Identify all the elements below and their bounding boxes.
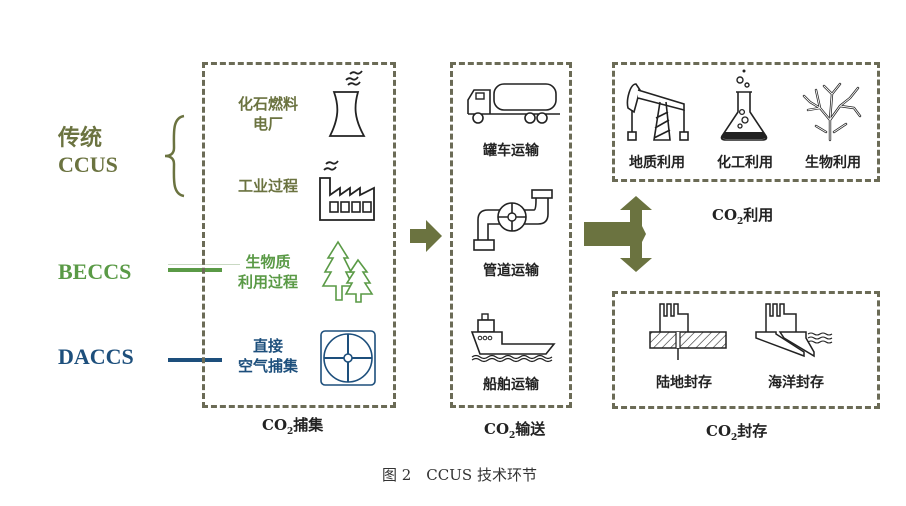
transport-section-title: CO2输送 — [484, 418, 545, 441]
capture-item-dac-label: 直接 空气捕集 — [222, 336, 314, 376]
storage-title-suffix: 封存 — [737, 422, 768, 440]
capture-item-biomass-line2: 利用过程 — [237, 273, 298, 291]
capture-title-prefix: CO — [262, 416, 288, 434]
utilization-title-sub: 2 — [737, 217, 744, 227]
category-traditional-line2: CCUS — [58, 152, 118, 177]
category-daccs: DACCS — [58, 344, 134, 369]
utilization-box — [612, 62, 880, 182]
storage-title-sub: 2 — [731, 433, 738, 443]
transport-title-suffix: 输送 — [515, 420, 546, 438]
figure-caption: 图 2 CCUS 技术环节 — [382, 466, 537, 484]
trees-icon — [321, 240, 374, 303]
transport-item-tanker-label: 罐车运输 — [483, 143, 539, 159]
transport-title-sub: 2 — [509, 431, 516, 441]
capture-item-industrial-label: 工业过程 — [237, 177, 298, 195]
coral-icon — [802, 82, 862, 142]
capture-title-suffix: 捕集 — [293, 416, 324, 434]
storage-title-prefix: CO — [706, 422, 732, 440]
transport-item-pipeline-label: 管道运输 — [483, 263, 539, 279]
utilization-title-suffix: 利用 — [743, 206, 774, 224]
utilization-item-chemical-label: 化工利用 — [717, 155, 773, 171]
oil-pump-icon — [626, 83, 689, 141]
factory-icon — [319, 160, 375, 221]
daccs-connector-line — [168, 358, 222, 362]
category-traditional-line1: 传统 — [58, 125, 103, 150]
capture-item-dac-line2: 空气捕集 — [237, 357, 298, 375]
capture-item-fossil-label: 化石燃料 电厂 — [222, 94, 314, 134]
transport-item-ship-label: 船舶运输 — [483, 377, 539, 393]
fan-icon — [320, 330, 376, 386]
utilization-item-geology-label: 地质利用 — [629, 155, 685, 171]
ship-icon — [470, 313, 556, 363]
ocean-storage-icon — [755, 303, 833, 358]
utilization-title-prefix: CO — [712, 206, 738, 224]
cooling-tower-icon — [328, 70, 366, 137]
pipeline-valve-icon — [473, 189, 553, 251]
category-traditional-ccus: 传统 CCUS — [58, 124, 118, 178]
tanker-truck-icon — [467, 83, 560, 124]
transport-box — [450, 62, 572, 408]
category-beccs: BECCS — [58, 259, 132, 284]
branch-arrow-icon — [584, 196, 652, 272]
beccs-connector-line — [168, 268, 222, 272]
utilization-item-biological-label: 生物利用 — [805, 155, 861, 171]
storage-box — [612, 291, 880, 409]
capture-item-biomass-line1: 生物质 — [245, 253, 291, 271]
capture-item-dac-line1: 直接 — [252, 337, 283, 355]
transport-title-prefix: CO — [484, 420, 510, 438]
capture-item-biomass-label: 生物质 利用过程 — [222, 252, 314, 292]
utilization-section-title: CO2利用 — [712, 204, 773, 227]
capture-section-title: CO2捕集 — [262, 414, 323, 437]
capture-box — [202, 62, 396, 408]
storage-item-ocean-label: 海洋封存 — [768, 375, 824, 391]
curly-brace-icon — [164, 114, 185, 198]
capture-title-sub: 2 — [287, 427, 294, 437]
land-storage-icon — [649, 303, 727, 360]
arrow-right-icon — [410, 220, 442, 252]
storage-item-land-label: 陆地封存 — [656, 375, 712, 391]
storage-section-title: CO2封存 — [706, 420, 767, 443]
flask-icon — [720, 69, 768, 141]
capture-item-fossil-line2: 电厂 — [252, 115, 283, 133]
capture-item-fossil-line1: 化石燃料 — [237, 95, 298, 113]
